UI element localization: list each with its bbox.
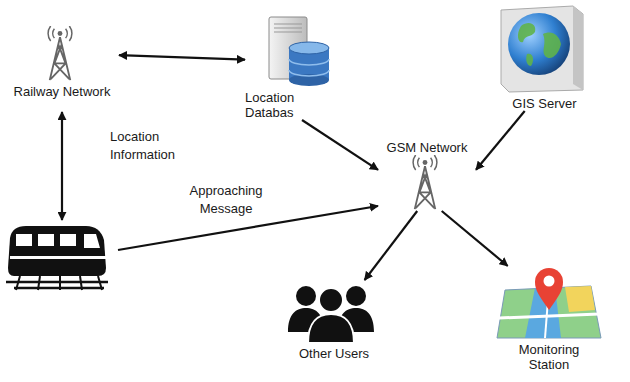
node-label: GIS Server <box>495 96 594 111</box>
icon-node: GIS Server <box>495 4 594 111</box>
database-server <box>263 16 335 88</box>
icon-node: Railway Network <box>5 26 119 99</box>
node-label: Other Users <box>283 346 385 361</box>
icon-node: GSM Network <box>378 140 476 211</box>
gsm-tower <box>405 155 445 211</box>
icon-node: Monitoring Station <box>490 266 608 372</box>
connector-arrow <box>365 211 418 280</box>
train-icon <box>6 226 108 290</box>
icon-node: Location Databas <box>245 16 340 120</box>
monitoring-map <box>495 266 603 340</box>
users-group <box>284 280 379 344</box>
gis-server <box>497 4 585 94</box>
node-label: Location Databas <box>245 90 315 120</box>
icon-node: Other Users <box>283 280 385 361</box>
edge-label: Location Information <box>108 128 198 164</box>
node-label: GSM Network <box>378 140 476 155</box>
connector-arrow <box>302 120 378 170</box>
connector-arrow <box>119 55 245 59</box>
railway-tower <box>38 26 82 82</box>
location-arrow <box>61 112 63 220</box>
edge-label: Approaching Message <box>172 182 280 218</box>
connector-arrow <box>442 211 508 266</box>
node-label: Monitoring Station <box>509 342 589 372</box>
connector-arrow <box>476 111 525 170</box>
node-label: Railway Network <box>5 84 119 99</box>
